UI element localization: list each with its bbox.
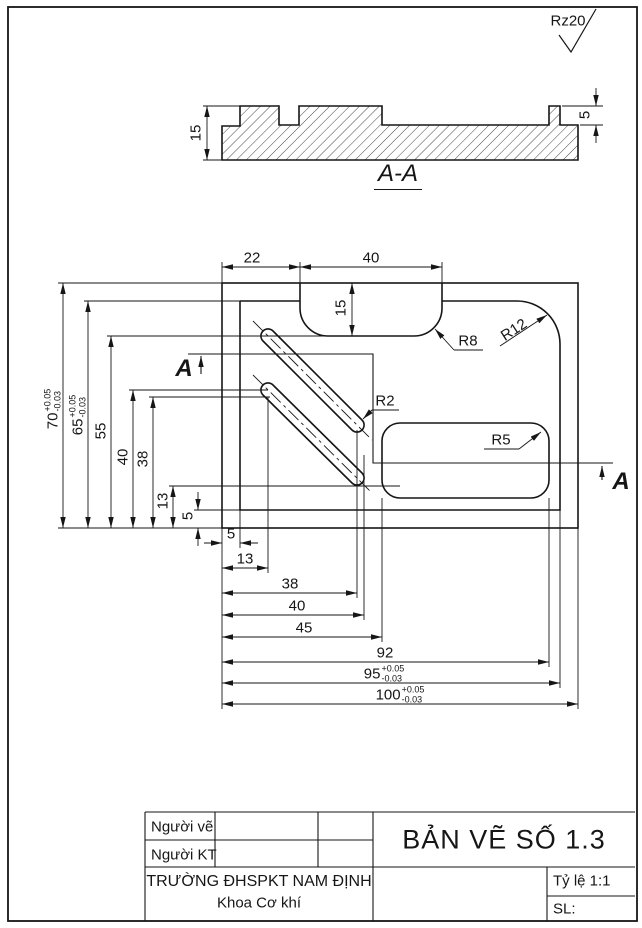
section-dim-ledge: 5 [576,110,594,120]
slot-centerlines [252,320,373,494]
plan-part-outline [221,282,579,529]
dim-top-22: 22 [243,249,261,267]
titleblock-quantity: SL: [553,900,576,918]
titleblock-department: Khoa Cơ khí [216,894,302,912]
dim-bottom-5: 5 [226,525,236,543]
radius-label-r8: R8 [458,332,478,350]
dim-left-5: 5 [179,511,197,521]
surface-finish-label: Rz20 [550,12,586,30]
dim-top-40: 40 [362,249,380,267]
titleblock-scale: Tỷ lệ 1:1 [553,872,611,890]
dim-bottom-92: 92 [376,644,394,662]
titleblock-checker-label: Người KT [151,846,217,864]
dim-left-40: 40 [114,448,132,466]
dim-bottom-38: 38 [281,575,299,593]
plateau-contour [239,300,561,511]
radius-label-r2: R2 [375,392,395,410]
dim-left-13: 13 [154,492,172,510]
dim-left-55: 55 [92,422,110,440]
dim-bottom-95: 95+0.05-0.03 [363,663,405,684]
titleblock-drawing-title: BẢN VẼ SỐ 1.3 [402,824,606,855]
dim-bottom-40: 40 [288,597,306,615]
page-border [7,6,638,922]
section-dimension-lines [203,88,603,161]
plan-outer-edge [221,282,579,529]
cut-label-right: A [612,468,630,495]
dim-bottom-13: 13 [236,550,254,568]
dim-left-38: 38 [134,450,152,468]
titleblock-drawer-label: Người vẽ [151,818,214,836]
title-block-grid [144,811,635,921]
titleblock-school: TRƯỜNG ĐHSPKT NAM ĐỊNH [146,873,372,890]
pocket-outline [381,422,550,499]
dim-left-70: 70+0.05-0.03 [42,388,63,430]
dim-slot-depth: 15 [332,299,350,317]
extension-lines [58,262,579,709]
leader-lines [362,314,548,450]
section-outline [221,105,579,161]
dim-bottom-100: 100+0.05-0.03 [375,684,425,705]
dim-bottom-45: 45 [295,619,313,637]
section-cut-line [188,353,613,480]
dimension-lines [60,264,578,707]
section-dim-thickness: 15 [187,124,205,142]
dim-left-65: 65+0.05-0.03 [67,394,88,436]
cut-label-left: A [175,355,193,382]
section-title: A-A [373,162,423,190]
diagonal-slot-upper [260,328,365,433]
roughness-symbol-icon [558,8,597,54]
radius-label-r5: R5 [491,431,511,449]
top-slot-outline [299,283,443,337]
